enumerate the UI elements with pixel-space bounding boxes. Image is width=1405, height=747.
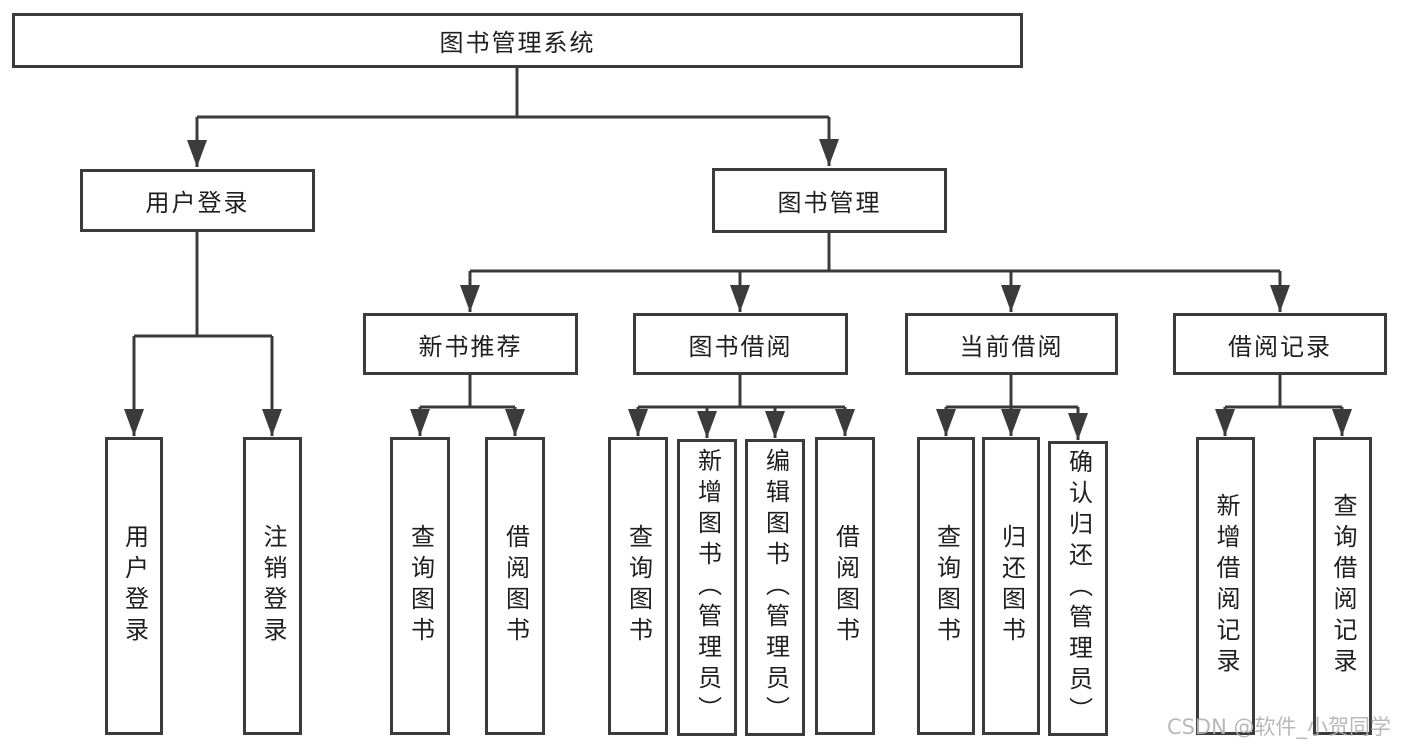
node-leaf-user-login: 用户登录 xyxy=(105,437,163,735)
node-leaf-query-books-recommend: 查询图书 xyxy=(390,437,450,735)
node-book-borrowing: 图书借阅 xyxy=(633,313,848,375)
node-leaf-query-borrow-record: 查询借阅记录 xyxy=(1313,437,1372,735)
node-leaf-query-books-borrowing: 查询图书 xyxy=(608,437,668,735)
node-leaf-logout: 注销登录 xyxy=(243,437,302,735)
node-leaf-add-book-admin: 新增图书（管理员） xyxy=(677,439,737,736)
node-leaf-edit-book-admin: 编辑图书（管理员） xyxy=(745,439,805,736)
node-root-library-management-system: 图书管理系统 xyxy=(12,13,1023,68)
node-borrowing-records: 借阅记录 xyxy=(1173,313,1387,375)
node-leaf-query-books-current: 查询图书 xyxy=(917,437,975,735)
node-leaf-confirm-return-admin: 确认归还（管理员） xyxy=(1048,441,1108,736)
node-user-login-group: 用户登录 xyxy=(80,169,315,232)
node-leaf-borrow-books-recommend: 借阅图书 xyxy=(485,437,545,735)
node-leaf-add-borrow-record: 新增借阅记录 xyxy=(1196,437,1255,735)
watermark: CSDN @软件_小贺同学 xyxy=(1166,715,1391,739)
node-leaf-borrow-books-borrowing: 借阅图书 xyxy=(815,437,875,735)
node-leaf-return-book: 归还图书 xyxy=(982,437,1040,735)
node-new-book-recommend: 新书推荐 xyxy=(363,313,578,375)
node-current-borrowing: 当前借阅 xyxy=(905,313,1118,375)
node-book-management-group: 图书管理 xyxy=(712,168,947,233)
